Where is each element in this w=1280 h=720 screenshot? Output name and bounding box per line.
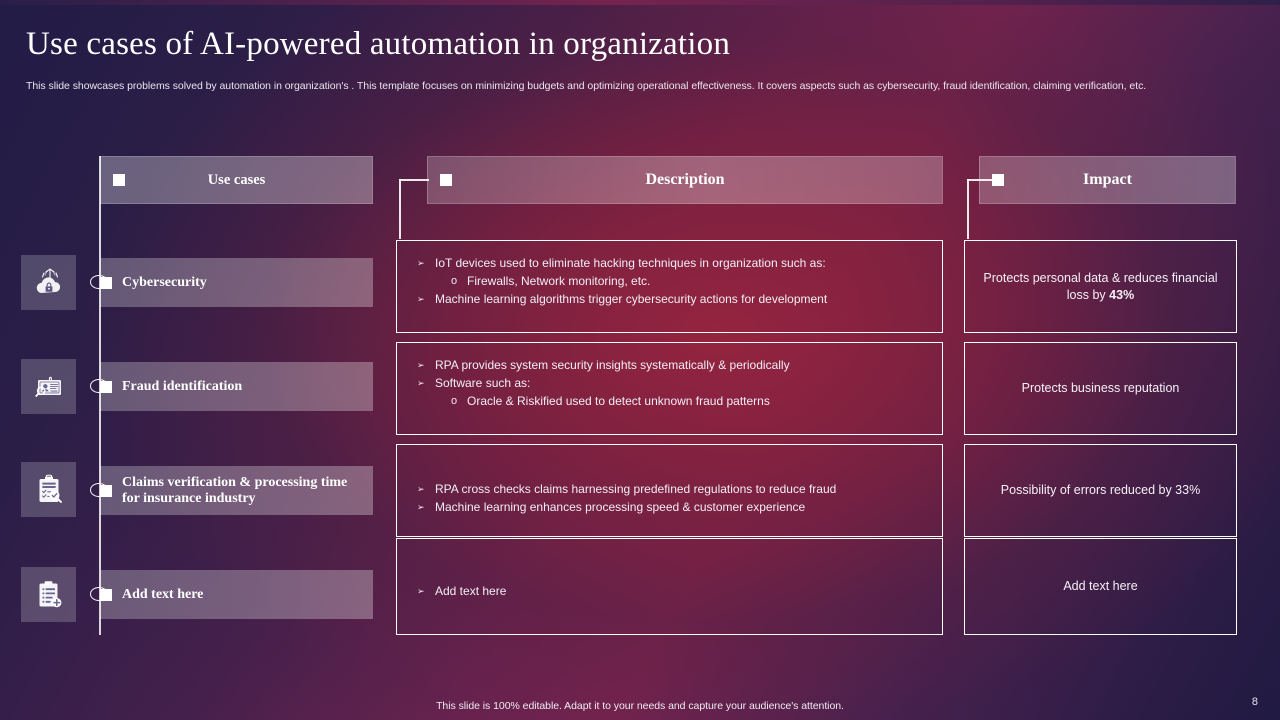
impact-cell-1[interactable]: Protects personal data & reduces financi… <box>964 240 1237 333</box>
description-bullets-1: IoT devices used to eliminate hacking te… <box>415 255 926 308</box>
use-case-label-4: Add text here <box>122 586 204 602</box>
header-description-label: Description <box>645 171 725 188</box>
header-impact: Impact <box>979 156 1236 204</box>
description-cell-2[interactable]: RPA provides system security insights sy… <box>396 342 943 435</box>
clipboard-add-icon <box>39 580 61 607</box>
description-cell-4[interactable]: Add text here <box>396 538 943 635</box>
header-description: Description <box>427 156 943 204</box>
page-number: 8 <box>1251 696 1258 708</box>
use-case-row-4[interactable]: Add text here <box>100 570 373 619</box>
use-case-row-2[interactable]: Fraud identification <box>100 362 373 411</box>
impact-text-main: Protects personal data & reduces financi… <box>983 270 1218 302</box>
icon-tile-fraud-identification <box>21 359 76 414</box>
impact-text-3: Possibility of errors reduced by 33% <box>987 482 1214 499</box>
impact-text-1: Protects personal data & reduces financi… <box>965 270 1236 304</box>
white-square-bullet-icon <box>992 174 1004 186</box>
impact-text-main: Possibility of errors reduced by 33% <box>1000 483 1201 497</box>
bullet-item: Oracle & Riskified used to detect unknow… <box>415 393 926 410</box>
impact-cell-2[interactable]: Protects business reputation <box>964 342 1237 435</box>
impact-text-main: Protects business reputation <box>1021 381 1180 395</box>
bullet-item: Add text here <box>415 583 926 600</box>
page-title: Use cases of AI-powered automation in or… <box>26 26 731 62</box>
icon-tile-claims-verification <box>21 462 76 517</box>
cloud-lock-icon <box>36 267 60 293</box>
top-accent-bar <box>0 0 1280 5</box>
description-bullets-3: RPA cross checks claims harnessing prede… <box>415 481 926 516</box>
bullet-item: Machine learning enhances processing spe… <box>415 499 926 516</box>
impact-text-4: Add text here <box>1049 578 1151 595</box>
description-bullets-2: RPA provides system security insights sy… <box>415 357 926 411</box>
white-square-bullet-icon <box>100 380 112 393</box>
bullet-item: RPA provides system security insights sy… <box>415 357 926 374</box>
footer-note: This slide is 100% editable. Adapt it to… <box>436 700 844 712</box>
impact-cell-3[interactable]: Possibility of errors reduced by 33% <box>964 444 1237 537</box>
id-card-search-icon <box>34 376 61 397</box>
description-bullets-4: Add text here <box>415 583 926 600</box>
description-cell-3[interactable]: RPA cross checks claims harnessing prede… <box>396 444 943 537</box>
icon-tile-cybersecurity <box>21 255 76 310</box>
use-case-label-2: Fraud identification <box>122 378 243 394</box>
white-square-bullet-icon <box>440 174 452 186</box>
use-case-row-3[interactable]: Claims verification & processing time fo… <box>100 466 373 515</box>
impact-text-main: Add text here <box>1063 579 1138 593</box>
header-use-cases-label: Use cases <box>207 171 266 188</box>
impact-text-2: Protects business reputation <box>1008 380 1194 397</box>
clipboard-check-search-icon <box>39 474 62 503</box>
use-case-row-1[interactable]: Cybersecurity <box>100 258 373 307</box>
description-cell-1[interactable]: IoT devices used to eliminate hacking te… <box>396 240 943 333</box>
use-case-label-1: Cybersecurity <box>122 274 207 290</box>
bullet-item: IoT devices used to eliminate hacking te… <box>415 255 926 272</box>
white-square-bullet-icon <box>100 484 112 497</box>
bullet-item: Software such as: <box>415 375 926 392</box>
page-subtitle: This slide showcases problems solved by … <box>26 80 1147 92</box>
use-case-label-3: Claims verification & processing time fo… <box>122 474 348 506</box>
white-square-bullet-icon <box>100 276 112 289</box>
header-use-cases: Use cases <box>100 156 373 204</box>
icon-tile-add-text-here <box>21 567 76 622</box>
bullet-item: RPA cross checks claims harnessing prede… <box>415 481 926 498</box>
white-square-bullet-icon <box>113 174 125 186</box>
bullet-item: Firewalls, Network monitoring, etc. <box>415 273 926 290</box>
impact-cell-4[interactable]: Add text here <box>964 538 1237 635</box>
bullet-item: Machine learning algorithms trigger cybe… <box>415 291 926 308</box>
header-impact-label: Impact <box>1083 171 1132 188</box>
white-square-bullet-icon <box>100 588 112 601</box>
use-case-spine-line <box>99 156 101 635</box>
impact-text-highlight: 43% <box>1109 287 1135 302</box>
